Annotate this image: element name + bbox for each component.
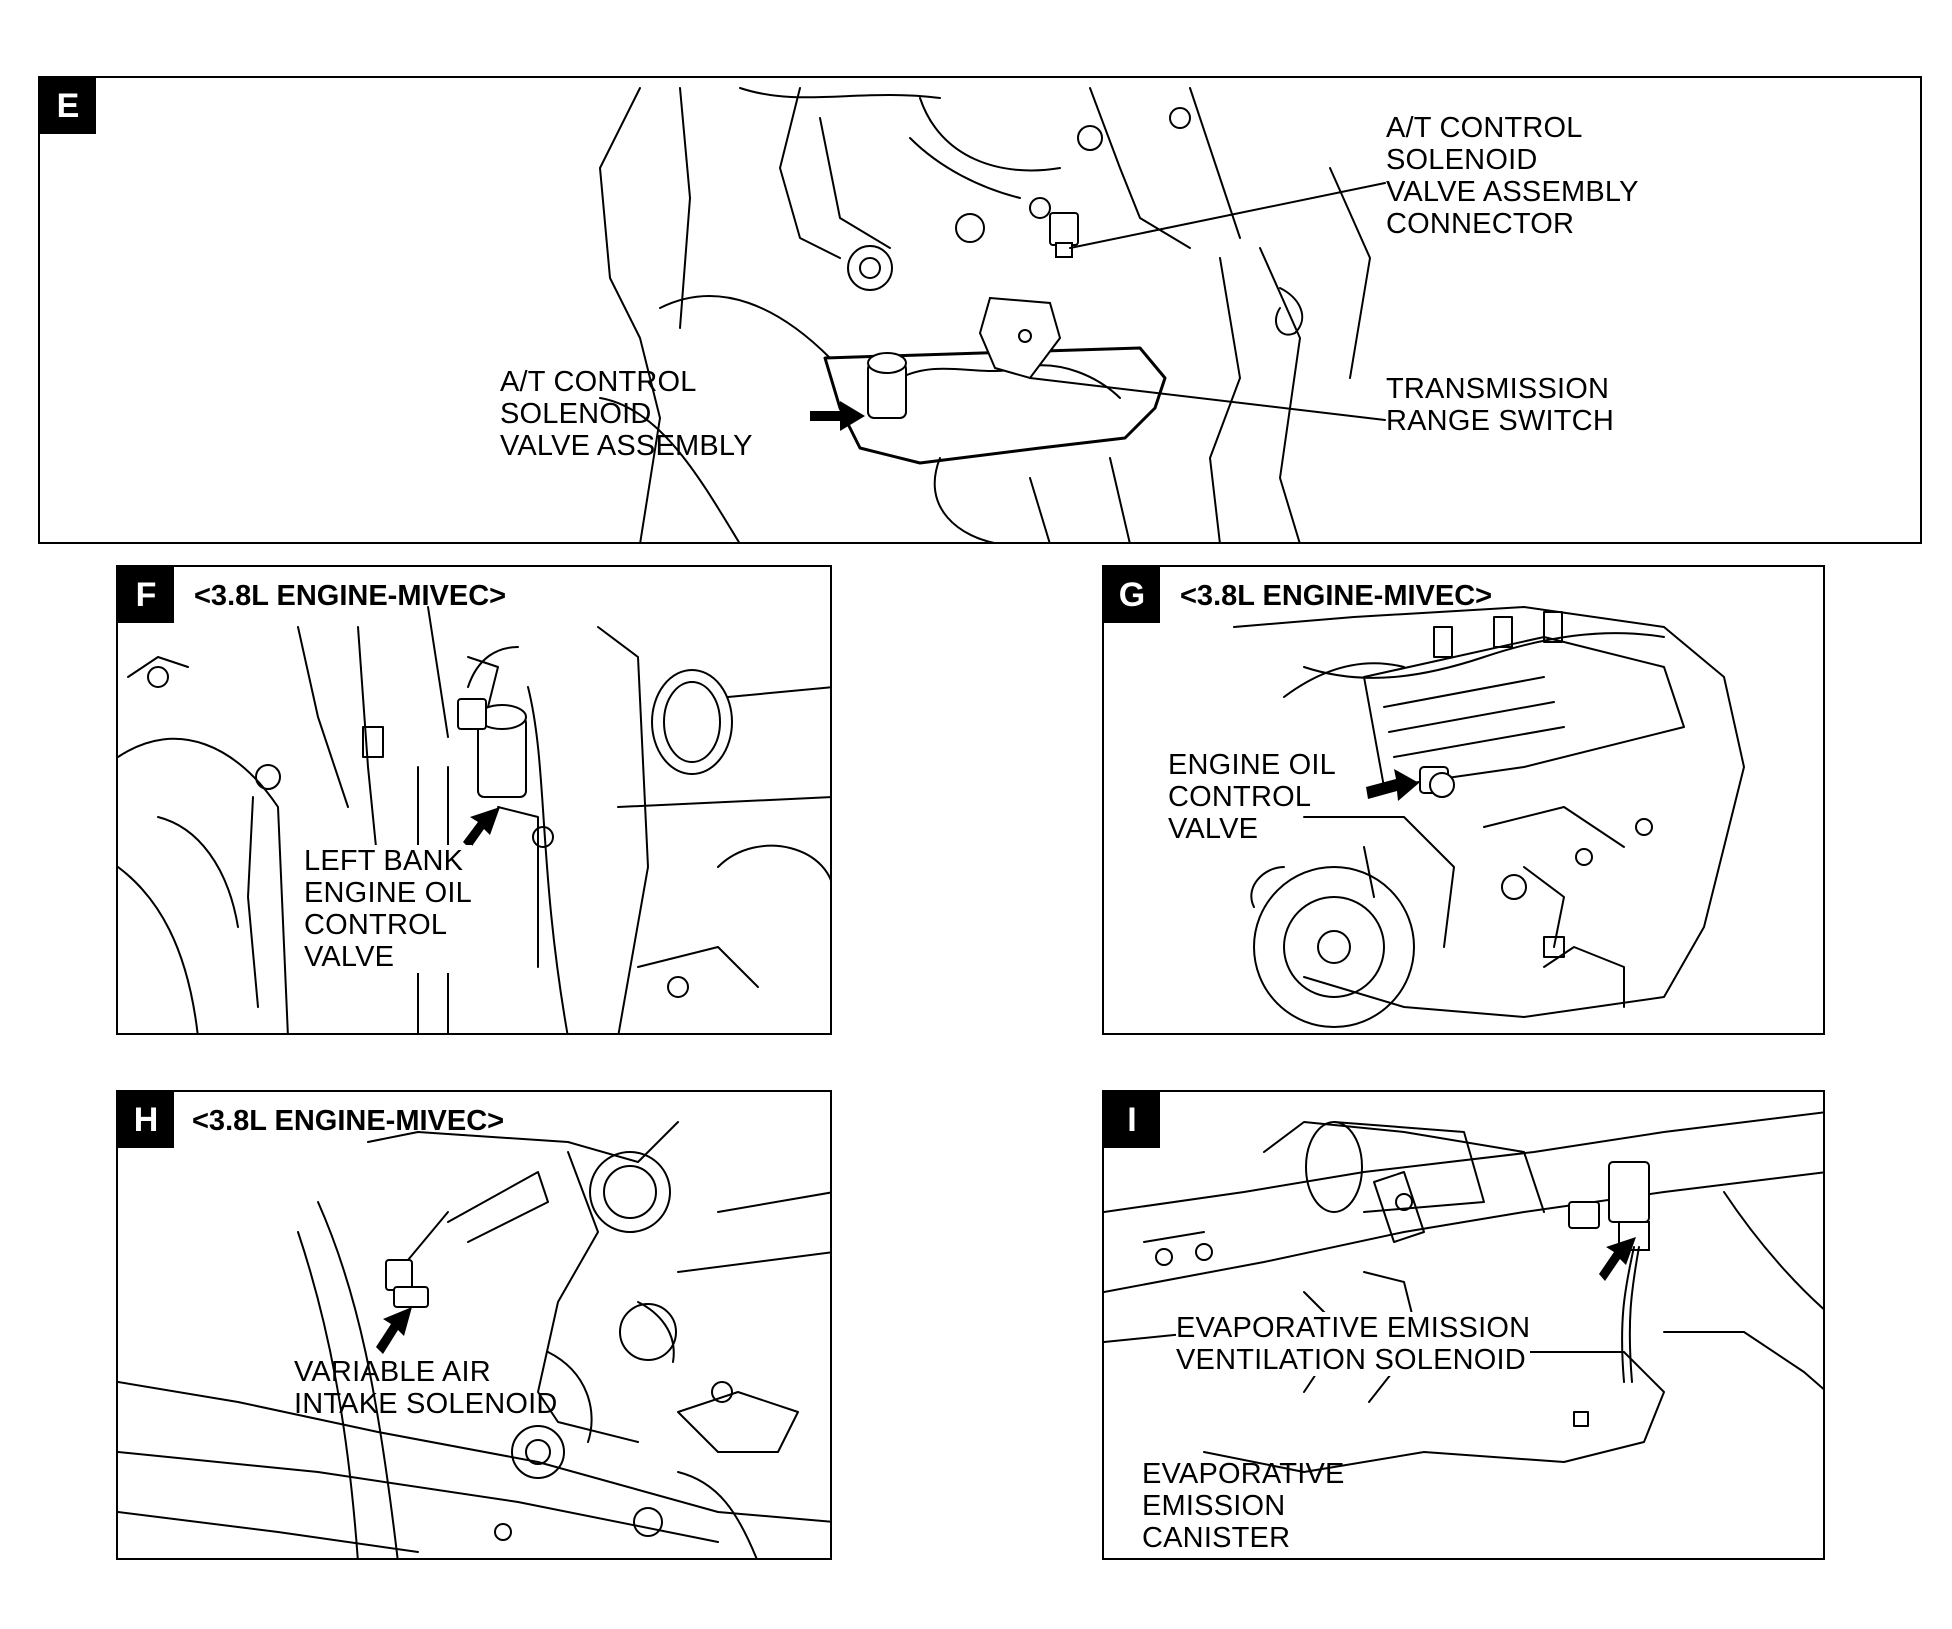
- arrow-icon: [376, 1307, 412, 1354]
- label-left-bank-oil-valve: LEFT BANK ENGINE OIL CONTROL VALVE: [304, 845, 472, 973]
- label-engine-oil-valve: ENGINE OIL CONTROL VALVE: [1168, 749, 1336, 845]
- panel-e: E: [38, 76, 1922, 544]
- label-ventilation-solenoid: EVAPORATIVE EMISSION VENTILATION SOLENOI…: [1176, 1312, 1531, 1376]
- panel-h: H <3.8L ENGINE-MIVEC> VARIABLE AIR INTAK…: [116, 1090, 832, 1560]
- transmission-illustration: [599, 87, 1386, 542]
- arrow-icon: [1599, 1237, 1636, 1281]
- label-range-switch: TRANSMISSION RANGE SWITCH: [1386, 373, 1614, 437]
- engine-bay-illustration: [118, 606, 830, 1033]
- engine-illustration: [1233, 606, 1745, 1028]
- arrow-icon: [810, 401, 865, 431]
- arrow-icon: [463, 807, 500, 849]
- panel-i: I EVAPORATIVE EMISSION VENTILATION SOLEN…: [1102, 1090, 1825, 1560]
- panel-g: G <3.8L ENGINE-MIVEC> ENGINE OIL CONTROL…: [1102, 565, 1825, 1035]
- panel-tag: G: [1104, 567, 1160, 623]
- panel-tag: H: [118, 1092, 174, 1148]
- panel-tag: F: [118, 567, 174, 623]
- canister-illustration: [1104, 1111, 1823, 1473]
- label-emission-canister: EVAPORATIVE EMISSION CANISTER: [1142, 1458, 1345, 1554]
- label-solenoid-valve-assembly: A/T CONTROL SOLENOID VALVE ASSEMBLY: [500, 366, 753, 462]
- intake-illustration: [118, 1121, 830, 1558]
- panel-tag: I: [1104, 1092, 1160, 1148]
- panel-subtitle: <3.8L ENGINE-MIVEC>: [192, 1105, 505, 1137]
- label-solenoid-connector: A/T CONTROL SOLENOID VALVE ASSEMBLY CONN…: [1386, 112, 1639, 240]
- arrow-icon: [1366, 769, 1419, 801]
- panel-f: F <3.8L ENGINE-MIVEC> LEFT BAN: [116, 565, 832, 1035]
- panel-subtitle: <3.8L ENGINE-MIVEC>: [1180, 580, 1493, 612]
- label-air-intake-solenoid: VARIABLE AIR INTAKE SOLENOID: [294, 1356, 558, 1420]
- panel-subtitle: <3.8L ENGINE-MIVEC>: [194, 580, 507, 612]
- panel-tag: E: [40, 78, 96, 134]
